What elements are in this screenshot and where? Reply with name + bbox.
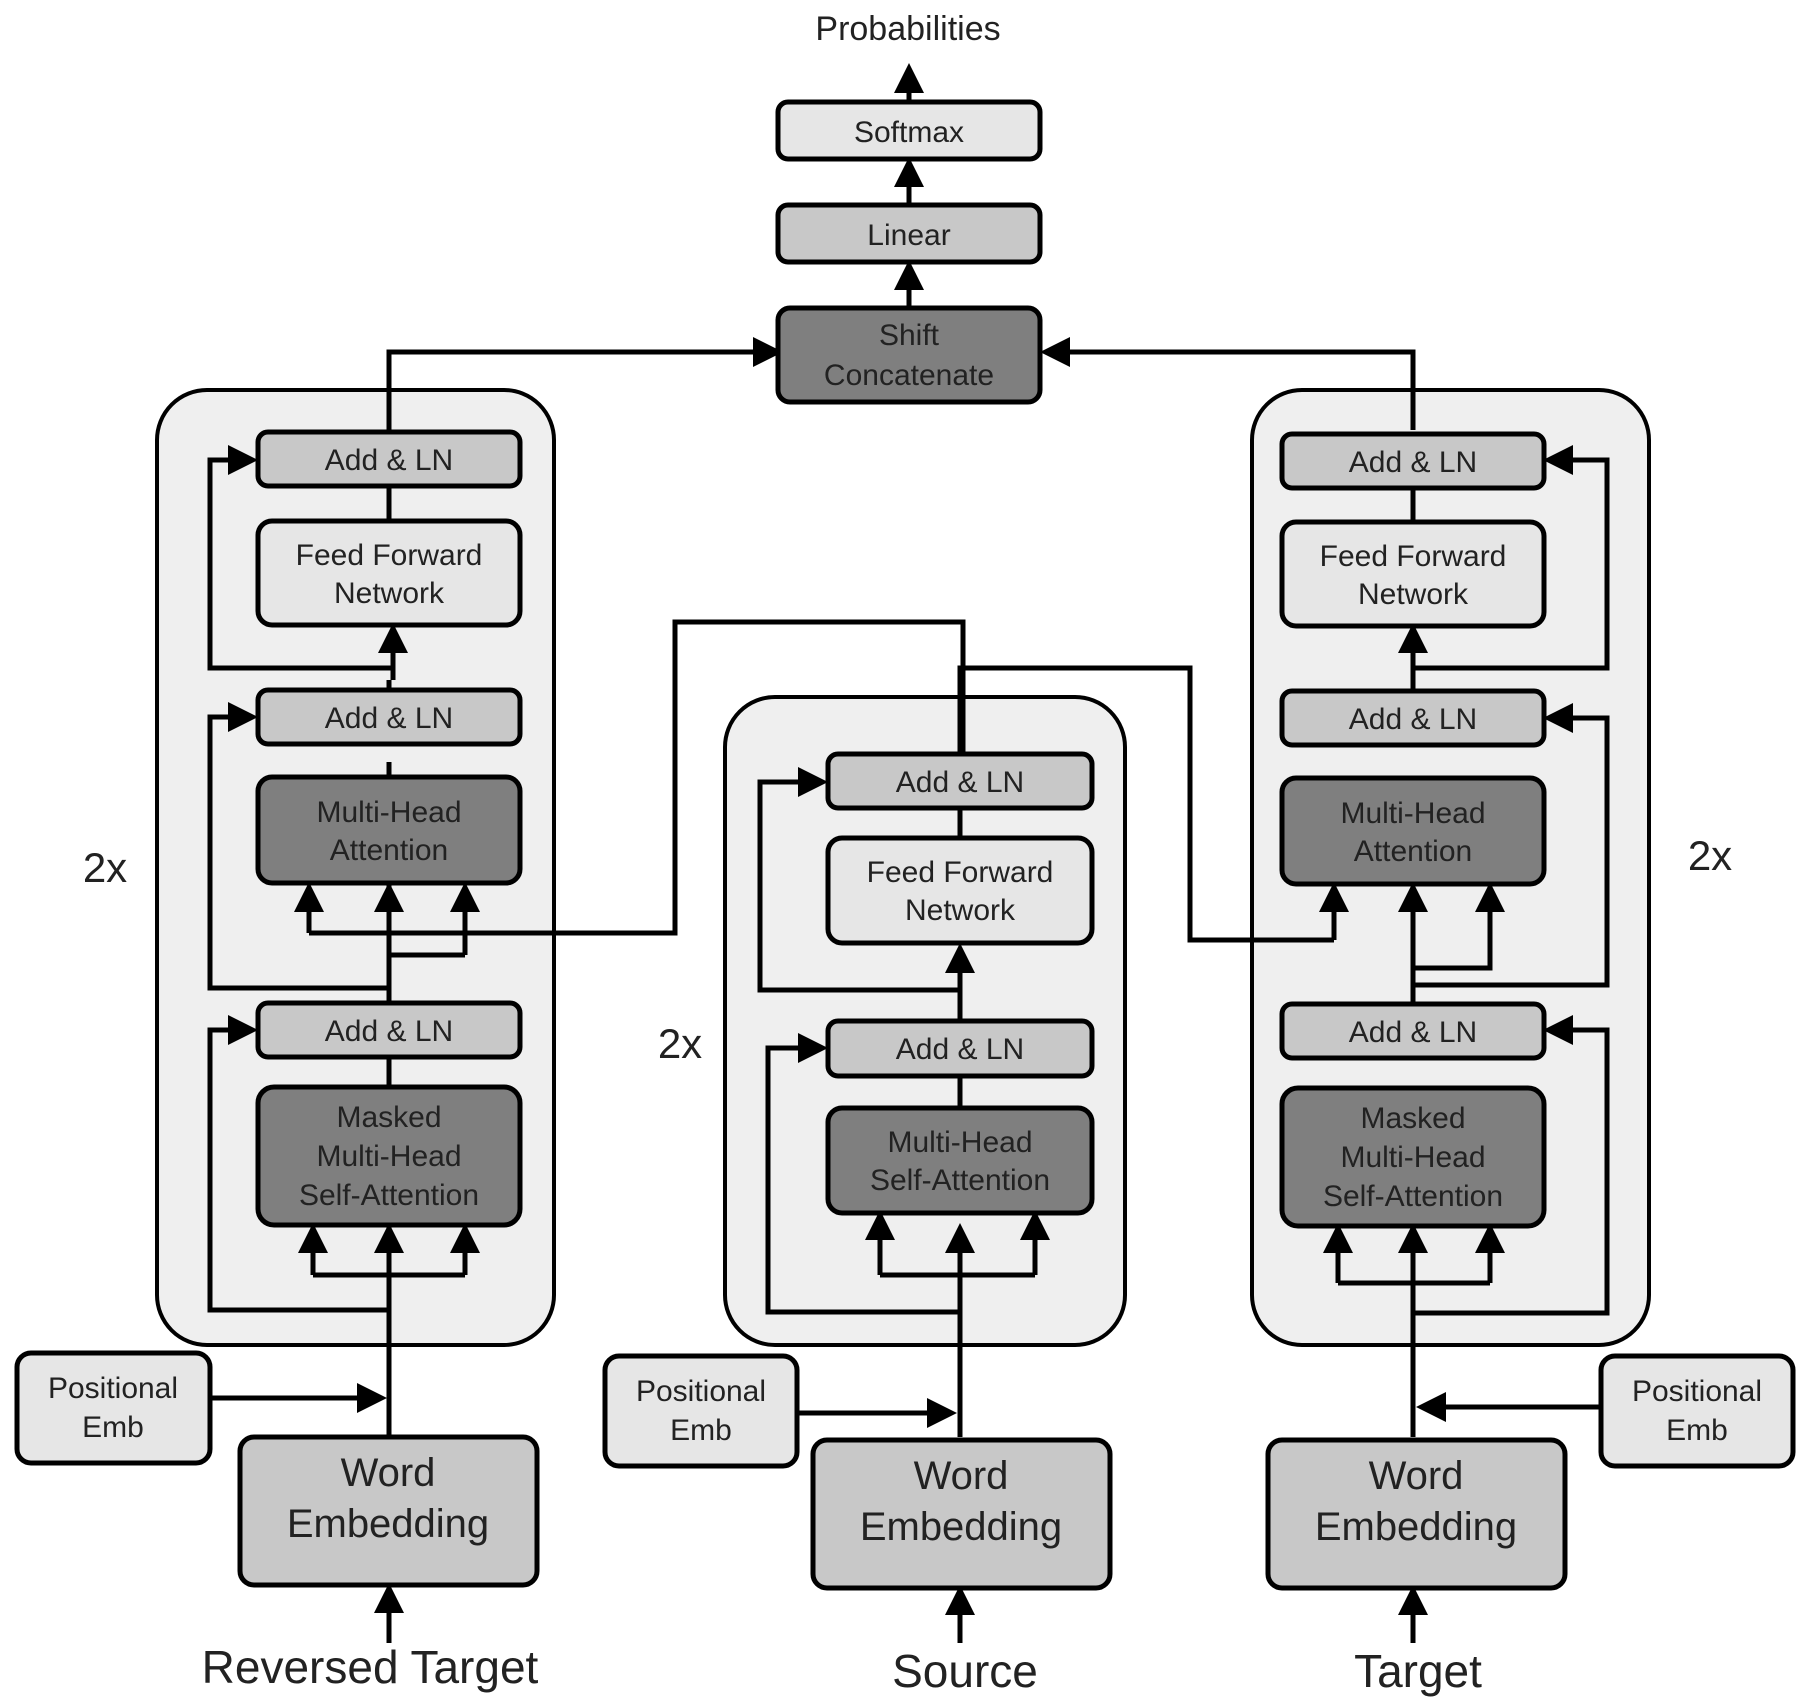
left-ffn-label-2: Network: [334, 577, 445, 610]
left-ffn-label-1: Feed Forward: [296, 539, 483, 572]
encoder-positional-emb-box: [602, 1353, 800, 1469]
right-mha-box: [1279, 775, 1547, 887]
encoder-add-ln-bottom-label: Add & LN: [896, 1033, 1024, 1066]
left-repeat-label: 2x: [83, 844, 127, 891]
encoder-repeat-label: 2x: [658, 1020, 702, 1067]
left-add-ln-bottom-label: Add & LN: [325, 1015, 453, 1048]
encoder-self-mha-box: [825, 1105, 1095, 1216]
right-ffn-label-1: Feed Forward: [1320, 540, 1507, 573]
encoder-ffn-label-2: Network: [905, 894, 1016, 927]
left-positional-emb-label-1: Positional: [48, 1372, 178, 1405]
softmax-label: Softmax: [854, 116, 964, 149]
right-add-ln-top-label: Add & LN: [1349, 446, 1477, 479]
right-add-ln-top: [1279, 431, 1547, 491]
output-probabilities-label: Probabilities: [815, 10, 1000, 48]
right-mha-label-2: Attention: [1354, 835, 1472, 868]
left-ffn-box: [255, 518, 523, 628]
encoder-ffn-label-1: Feed Forward: [867, 856, 1054, 889]
left-mha-label-2: Attention: [330, 834, 448, 867]
left-add-ln-top: [255, 429, 523, 489]
right-masked-mha-label-3: Self-Attention: [1323, 1180, 1503, 1213]
right-add-ln-bottom-label: Add & LN: [1349, 1016, 1477, 1049]
left-positional-emb-label-2: Emb: [82, 1411, 144, 1444]
right-positional-emb-label-1: Positional: [1632, 1375, 1762, 1408]
right-masked-mha-label-1: Masked: [1360, 1102, 1465, 1135]
left-masked-mha-box: [255, 1084, 523, 1228]
encoder-add-ln-top-label: Add & LN: [896, 766, 1024, 799]
left-word-embedding-label-1: Word: [341, 1451, 436, 1495]
connections: [207, 63, 1610, 1643]
right-add-ln-mid: [1279, 688, 1547, 748]
right-positional-emb-box: [1598, 1353, 1796, 1469]
left-mha-label-1: Multi-Head: [316, 796, 461, 829]
right-word-embedding-label-1: Word: [1369, 1454, 1464, 1498]
shift-concatenate-box: [775, 305, 1043, 405]
linear-label: Linear: [867, 219, 950, 252]
right-word-embedding-box: [1265, 1437, 1568, 1591]
left-masked-mha-label-2: Multi-Head: [316, 1140, 461, 1173]
encoder-positional-emb-label-1: Positional: [636, 1375, 766, 1408]
left-word-embedding-box: [237, 1434, 540, 1588]
left-add-ln-bottom: [255, 1000, 523, 1060]
encoder-add-ln-bottom: [825, 1018, 1095, 1079]
left-add-ln-top-label: Add & LN: [325, 444, 453, 477]
right-ffn-label-2: Network: [1358, 578, 1469, 611]
encoder-ffn-box: [825, 835, 1095, 946]
right-repeat-label: 2x: [1688, 832, 1732, 879]
encoder-positional-emb-label-2: Emb: [670, 1414, 732, 1447]
left-mha-box: [255, 774, 523, 886]
right-masked-mha-box: [1279, 1085, 1547, 1229]
left-input-label: Reversed Target: [202, 1641, 539, 1693]
right-masked-mha-label-2: Multi-Head: [1340, 1141, 1485, 1174]
shift-concatenate-label-1: Shift: [879, 319, 940, 352]
right-positional-emb-label-2: Emb: [1666, 1414, 1728, 1447]
encoder-word-embedding-label-1: Word: [914, 1454, 1009, 1498]
shift-concatenate-label-2: Concatenate: [824, 359, 994, 392]
linear-box: [775, 202, 1043, 265]
left-add-ln-mid-label: Add & LN: [325, 702, 453, 735]
right-input-label: Target: [1354, 1645, 1482, 1697]
right-add-ln-mid-label: Add & LN: [1349, 703, 1477, 736]
left-positional-emb-box: [14, 1350, 213, 1466]
right-add-ln-bottom: [1279, 1001, 1547, 1061]
right-ffn-box: [1279, 519, 1547, 629]
encoder-input-label: Source: [892, 1645, 1038, 1697]
left-add-ln-mid: [255, 687, 523, 747]
encoder-word-embedding-label-2: Embedding: [860, 1505, 1062, 1549]
left-masked-mha-label-1: Masked: [336, 1101, 441, 1134]
left-masked-mha-label-3: Self-Attention: [299, 1179, 479, 1212]
left-word-embedding-label-2: Embedding: [287, 1502, 489, 1546]
encoder-self-mha-label-1: Multi-Head: [887, 1126, 1032, 1159]
encoder-self-mha-label-2: Self-Attention: [870, 1164, 1050, 1197]
softmax-box: [775, 99, 1043, 162]
right-mha-label-1: Multi-Head: [1340, 797, 1485, 830]
right-word-embedding-label-2: Embedding: [1315, 1505, 1517, 1549]
encoder-word-embedding-box: [810, 1437, 1113, 1591]
encoder-add-ln-top: [825, 751, 1095, 811]
